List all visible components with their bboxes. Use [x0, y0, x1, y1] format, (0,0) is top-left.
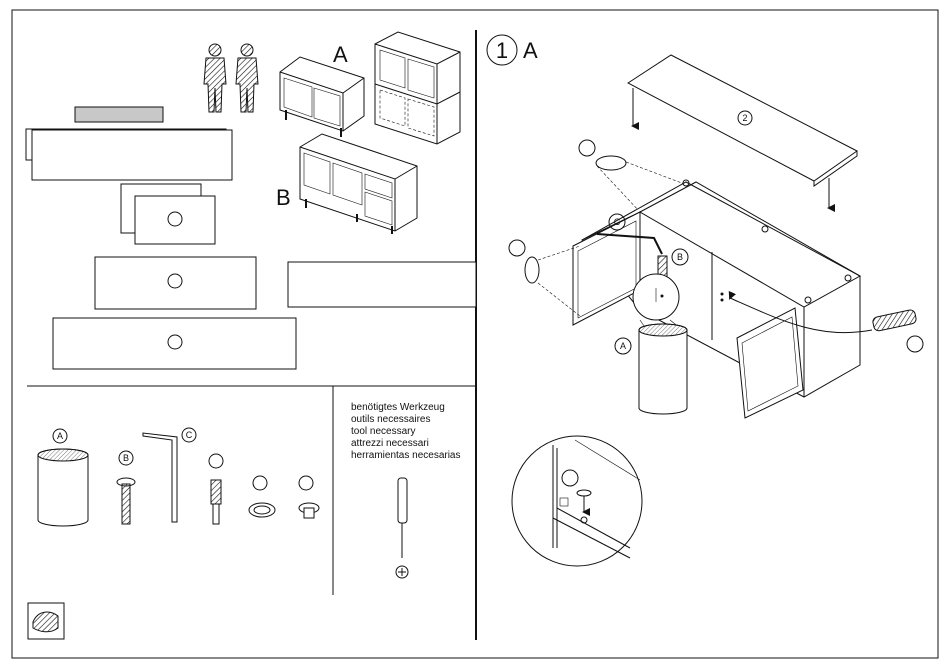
tool-text-en: tool necessary — [351, 426, 415, 437]
model-a-cabinet — [280, 57, 364, 137]
panel-strip-grey — [75, 107, 163, 122]
detail-circle — [512, 436, 642, 566]
panel-large — [32, 130, 232, 180]
hardware-cap — [249, 476, 275, 517]
tool-text-fr: outils necessaires — [351, 414, 430, 425]
two-person-icon — [204, 44, 258, 112]
hardware-cam-plug — [299, 476, 319, 518]
tool-text-es: herramientas necesarias — [351, 450, 461, 461]
panel-side — [288, 262, 476, 307]
step-number: 1 — [496, 38, 508, 63]
cap-part — [596, 156, 626, 170]
tool-text-it: attrezzi necessari — [351, 438, 429, 449]
cap-side-part — [525, 257, 539, 283]
model-b-label: B — [276, 185, 291, 210]
tools-needed-text: benötigtes Werkzeug outils necessaires t… — [351, 402, 461, 461]
hardware-part-a: A — [38, 429, 88, 526]
panels-group — [26, 107, 476, 369]
svg-text:2: 2 — [742, 113, 747, 123]
screwdriver-icon — [396, 478, 408, 578]
step-header: 1 A — [487, 35, 538, 65]
model-a-label: A — [333, 42, 348, 67]
part-number-circle — [509, 240, 525, 256]
care-instructions-icon — [28, 603, 64, 639]
panel-shelf — [95, 257, 256, 309]
svg-text:C: C — [614, 217, 621, 227]
hardware-part-b: B — [117, 451, 135, 524]
svg-text:B: B — [123, 453, 129, 463]
left-door-panel — [573, 212, 640, 325]
model-a-stacked-cabinet — [375, 32, 460, 144]
panel-door — [135, 196, 215, 244]
svg-text:A: A — [620, 341, 626, 351]
hardware-dowel — [209, 454, 223, 524]
svg-text:B: B — [677, 252, 683, 262]
top-board: 2 — [628, 55, 857, 186]
part-number-circle — [579, 140, 595, 156]
svg-text:A: A — [57, 431, 63, 441]
leg-part-a: A — [615, 324, 687, 414]
hardware-part-c: C — [143, 428, 196, 522]
model-b-cabinet — [300, 134, 417, 234]
panel-top — [53, 318, 296, 369]
svg-text:C: C — [186, 430, 193, 440]
tool-text-de: benötigtes Werkzeug — [351, 402, 445, 413]
step-model-label: A — [523, 38, 538, 63]
